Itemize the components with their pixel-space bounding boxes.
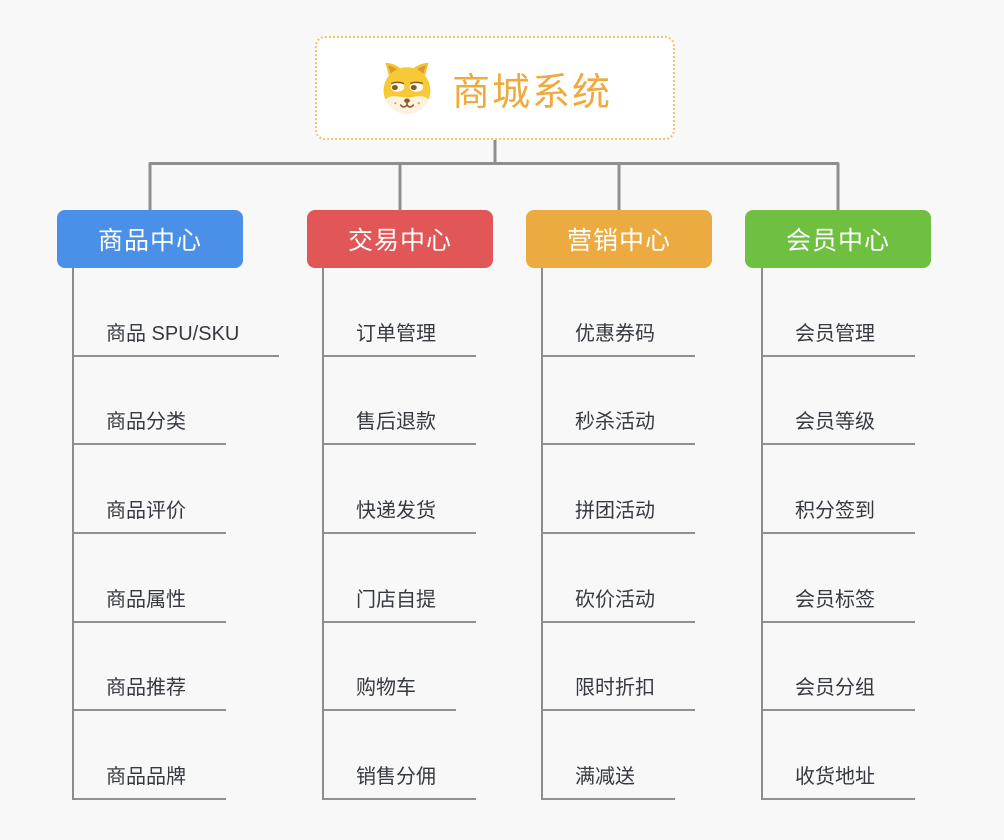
root-title: 商城系统 [451,71,612,114]
branch-label: 商品中心 [97,227,202,255]
leaf-label: 售后退款 [324,405,476,446]
leaf-label: 会员标签 [763,583,915,623]
leaf-node[interactable]: 优惠券码 [543,268,695,357]
leaf-node[interactable]: 收货地址 [763,711,915,801]
leaf-node[interactable]: 商品分类 [74,357,226,446]
branch-node-product-center[interactable]: 商品中心 [57,210,243,268]
leaf-label: 收货地址 [763,760,915,801]
leaf-node[interactable]: 会员标签 [763,534,915,623]
leaf-label: 快递发货 [324,494,476,535]
leaf-column-marketing: 优惠券码 秒杀活动 拼团活动 砍价活动 限时折扣 满减送 [541,268,695,801]
leaf-label: 积分签到 [763,494,915,535]
dog-face-icon [378,61,436,115]
leaf-label: 销售分佣 [324,760,476,801]
leaf-node[interactable]: 会员等级 [763,357,915,446]
leaf-label: 限时折扣 [543,671,695,712]
leaf-node[interactable]: 积分签到 [763,445,915,535]
leaf-label: 门店自提 [324,583,476,623]
leaf-label: 拼团活动 [543,494,695,535]
leaf-node[interactable]: 快递发货 [324,445,476,535]
leaf-label: 商品 SPU/SKU [74,317,280,357]
leaf-node[interactable]: 订单管理 [324,268,476,357]
leaf-node[interactable]: 商品推荐 [74,623,226,712]
leaf-node[interactable]: 售后退款 [324,357,476,446]
leaf-node[interactable]: 商品评价 [74,445,226,535]
leaf-label: 商品推荐 [74,671,226,712]
leaf-node[interactable]: 拼团活动 [543,445,695,535]
branch-label: 会员中心 [785,227,890,255]
branch-node-trade-center[interactable]: 交易中心 [307,210,493,268]
leaf-label: 会员等级 [763,405,915,446]
leaf-label: 商品品牌 [74,760,226,801]
leaf-node[interactable]: 会员分组 [763,623,915,712]
leaf-label: 砍价活动 [543,583,695,623]
leaf-label: 商品属性 [74,583,226,623]
root-node[interactable]: 商城系统 [315,36,675,140]
leaf-column-trade: 订单管理 售后退款 快递发货 门店自提 购物车 销售分佣 [322,268,476,801]
leaf-node[interactable]: 满减送 [543,711,675,801]
branch-node-marketing-center[interactable]: 营销中心 [526,210,712,268]
leaf-label: 购物车 [324,671,456,712]
leaf-node[interactable]: 销售分佣 [324,711,476,801]
leaf-column-product: 商品 SPU/SKU 商品分类 商品评价 商品属性 商品推荐 商品品牌 [72,268,280,801]
leaf-label: 优惠券码 [543,317,695,357]
leaf-node[interactable]: 砍价活动 [543,534,695,623]
leaf-label: 会员分组 [763,671,915,712]
leaf-node[interactable]: 购物车 [324,623,456,712]
leaf-label: 会员管理 [763,317,915,357]
leaf-label: 订单管理 [324,317,476,357]
branch-label: 营销中心 [566,227,671,255]
leaf-node[interactable]: 限时折扣 [543,623,695,712]
leaf-label: 商品评价 [74,494,226,535]
leaf-label: 满减送 [543,760,675,801]
leaf-node[interactable]: 商品品牌 [74,711,226,801]
leaf-node[interactable]: 商品属性 [74,534,226,623]
branch-node-member-center[interactable]: 会员中心 [745,210,931,268]
leaf-node[interactable]: 会员管理 [763,268,915,357]
branch-label: 交易中心 [347,227,452,255]
leaf-column-member: 会员管理 会员等级 积分签到 会员标签 会员分组 收货地址 [761,268,915,801]
leaf-node[interactable]: 商品 SPU/SKU [74,268,280,357]
leaf-node[interactable]: 门店自提 [324,534,476,623]
leaf-label: 秒杀活动 [543,405,695,446]
leaf-node[interactable]: 秒杀活动 [543,357,695,446]
leaf-label: 商品分类 [74,405,226,446]
